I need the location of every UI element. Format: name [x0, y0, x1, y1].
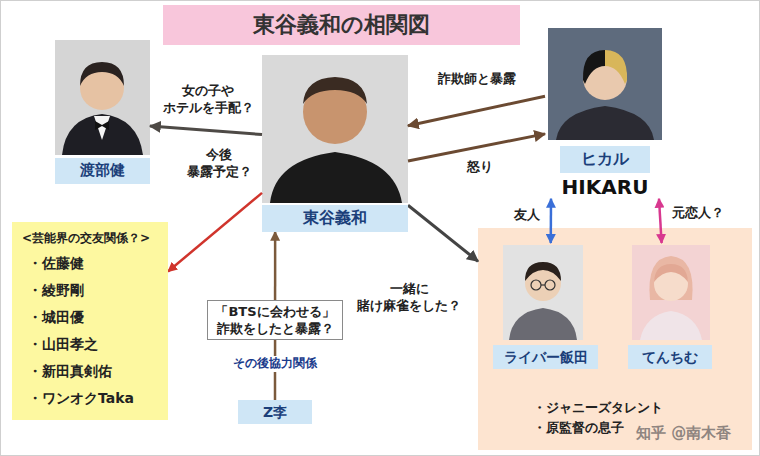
shirt — [94, 116, 110, 140]
list-item: ・新田真剣佑 — [22, 358, 160, 385]
person-card: ライバー飯田 — [493, 243, 598, 369]
title-banner: 東谷義和の相関図 — [163, 5, 520, 45]
person-card: 東谷義和 — [262, 55, 408, 232]
name-label: ライバー飯田 — [493, 345, 598, 369]
edge-note: その後協力関係 — [230, 356, 320, 372]
name-label: てんちむ — [628, 345, 712, 369]
suit — [62, 114, 143, 155]
list-item: ・山田孝之 — [22, 331, 160, 358]
list-item: ・綾野剛 — [22, 277, 160, 304]
group-box: ・ジャニーズタレント・原監督の息子ライバー飯田てんちむ — [478, 228, 752, 450]
hair — [654, 264, 688, 282]
relation-arrow — [408, 205, 478, 261]
photo-slot — [493, 243, 598, 345]
relation-arrow — [408, 134, 545, 161]
photo-frame — [632, 245, 710, 340]
portrait — [632, 245, 710, 340]
hoodie — [270, 152, 402, 203]
relation-arrow — [550, 199, 553, 243]
edge-label: 一緒に 賭け麻雀をした？ — [352, 280, 466, 314]
relation-arrow — [168, 193, 262, 272]
glasses — [541, 284, 545, 285]
list-item: ・佐藤健 — [22, 250, 160, 277]
relation-arrow — [659, 199, 662, 243]
name-label: 東谷義和 — [262, 205, 408, 232]
person-tag: Z李 — [238, 400, 312, 424]
photo-slot — [545, 28, 665, 146]
person-card: ヒカルHIKARU — [545, 28, 665, 199]
glasses — [545, 280, 555, 290]
name-romaji: HIKARU — [545, 175, 665, 199]
watermark: 知乎 @南木香 — [636, 424, 731, 444]
bow-tie — [95, 121, 109, 130]
hair — [80, 62, 124, 86]
photo-slot — [262, 55, 408, 205]
edge-label: 「BTSに会わせる」 詐欺をしたと暴露？ — [207, 300, 343, 340]
relation-arrow — [150, 126, 262, 134]
edge-label: 女の子や ホテルを手配？ — [158, 82, 258, 116]
hair — [525, 262, 561, 281]
top — [640, 311, 702, 340]
edge-label: 詐欺師と暴露 — [430, 70, 524, 87]
name-label: Z李 — [238, 400, 312, 424]
photo-frame — [548, 28, 662, 140]
hair — [649, 256, 692, 300]
person-card: てんちむ — [628, 243, 712, 369]
jacket — [556, 106, 654, 140]
portrait — [503, 245, 583, 340]
person-card: 渡部健 — [55, 40, 150, 184]
edge-label: 今後 暴露予定？ — [180, 146, 258, 180]
name-label: 渡部健 — [55, 158, 150, 184]
portrait — [548, 28, 662, 140]
portrait — [55, 40, 150, 155]
list-item: ・ワンオクTaka — [22, 385, 160, 412]
title-text: 東谷義和の相関図 — [163, 5, 520, 45]
name-label: ヒカル — [560, 146, 650, 173]
photo-slot — [628, 243, 712, 345]
edge-label: 元恋人？ — [670, 204, 726, 221]
photo-frame — [262, 55, 408, 203]
relation-arrow — [408, 96, 545, 125]
edge-label: 怒り — [462, 158, 498, 175]
hair — [583, 50, 605, 84]
portrait — [262, 55, 408, 203]
edge-label: 友人 — [512, 206, 542, 223]
photo-slot — [55, 40, 150, 158]
hair — [303, 77, 367, 104]
list-box: <芸能界の交友関係？> ・佐藤健・綾野剛・城田優・山田孝之・新田真剣佑・ワンオクT… — [12, 222, 168, 420]
photo-frame — [55, 40, 150, 155]
photo-frame — [503, 245, 583, 340]
note-item: ・ジャニーズタレント — [533, 398, 663, 418]
list-item: ・城田優 — [22, 304, 160, 331]
hair — [605, 50, 627, 84]
suit — [509, 308, 577, 340]
glasses — [531, 280, 541, 290]
group-panel — [478, 228, 752, 450]
list-heading: <芸能界の交友関係？> — [22, 230, 160, 246]
